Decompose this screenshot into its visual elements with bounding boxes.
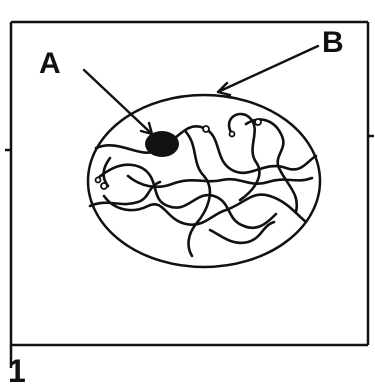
panel-number: 1 bbox=[8, 353, 26, 385]
chromatin-bead bbox=[96, 178, 101, 183]
chromatin-threads bbox=[90, 114, 316, 256]
chromatin-bead bbox=[230, 132, 235, 137]
pointer-arrows bbox=[84, 46, 318, 134]
chromatin-bead bbox=[101, 183, 107, 189]
label-a: A bbox=[39, 47, 61, 80]
arrow-b-shaft bbox=[218, 46, 318, 92]
label-b: B bbox=[322, 26, 344, 59]
nucleolus bbox=[145, 131, 179, 157]
chromatin-strand-6 bbox=[229, 114, 259, 200]
chromatin-bead bbox=[203, 126, 209, 132]
chromatin-beads bbox=[96, 119, 262, 189]
chromatin-strand-2 bbox=[98, 165, 276, 228]
chromatin-bead bbox=[255, 119, 261, 125]
